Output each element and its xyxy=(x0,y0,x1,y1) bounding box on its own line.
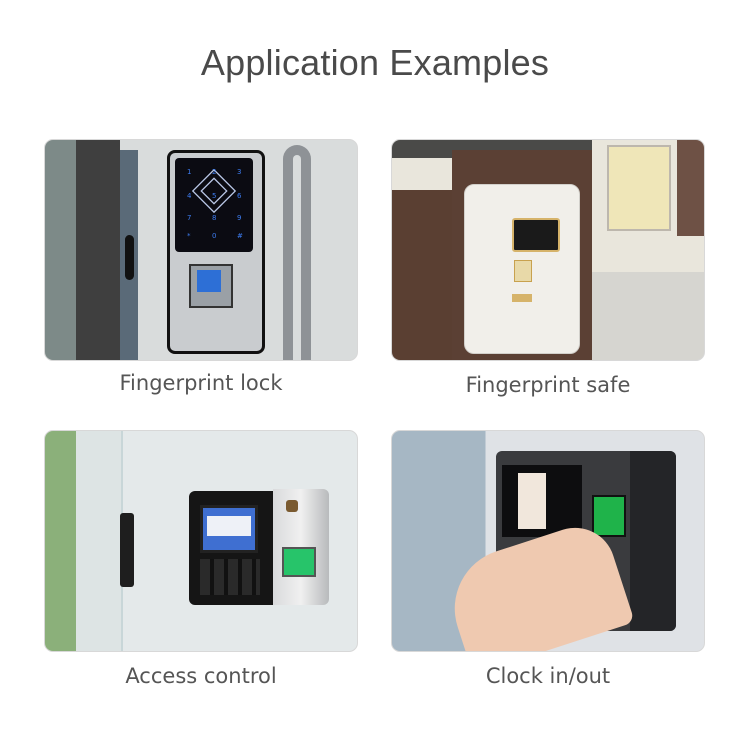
strike-slot xyxy=(125,235,134,280)
terminal-screen xyxy=(200,505,258,553)
svg-text:0: 0 xyxy=(212,232,216,240)
svg-text:1: 1 xyxy=(187,168,191,176)
safe-keypad xyxy=(512,218,560,252)
svg-text:6: 6 xyxy=(237,192,242,200)
svg-text:3: 3 xyxy=(237,168,241,176)
fingerprint-sensor-green xyxy=(592,495,626,537)
camera-icon xyxy=(286,500,298,512)
fingerprint-sensor-green xyxy=(282,547,316,577)
svg-text:7: 7 xyxy=(187,214,191,222)
svg-text:9: 9 xyxy=(237,214,241,222)
safe-keyhole-plate xyxy=(512,294,532,302)
example-image-clock-in-out xyxy=(391,430,705,652)
example-image-fingerprint-lock: 1 2 3 4 5 6 7 8 9 * 0 # xyxy=(44,139,358,361)
svg-text:4: 4 xyxy=(187,192,192,200)
face-photo xyxy=(518,473,546,529)
svg-text:*: * xyxy=(187,232,191,240)
caption-fingerprint-lock: Fingerprint lock xyxy=(119,371,283,395)
svg-text:8: 8 xyxy=(212,214,216,222)
card-reader xyxy=(120,513,134,587)
page-title: Application Examples xyxy=(200,42,550,83)
screen-display xyxy=(207,516,251,536)
caption-fingerprint-safe: Fingerprint safe xyxy=(465,373,631,397)
fingerprint-sensor-blue xyxy=(197,270,221,292)
terminal-side xyxy=(630,451,676,631)
door-frame xyxy=(677,140,704,236)
wood-cabinet xyxy=(392,190,452,360)
window xyxy=(607,145,671,231)
svg-text:#: # xyxy=(237,232,243,240)
keypad-screen: 1 2 3 4 5 6 7 8 9 * 0 # xyxy=(175,158,253,252)
door-handle xyxy=(283,145,311,360)
keypad-buttons xyxy=(200,559,260,595)
svg-text:2: 2 xyxy=(212,168,216,176)
example-image-fingerprint-safe xyxy=(391,139,705,361)
caption-clock-in-out: Clock in/out xyxy=(485,664,611,688)
keypad-pattern-icon: 1 2 3 4 5 6 7 8 9 * 0 # xyxy=(187,168,243,240)
safe-handle xyxy=(514,260,532,282)
caption-access-control: Access control xyxy=(125,664,277,688)
example-image-access-control xyxy=(44,430,358,652)
svg-text:5: 5 xyxy=(212,192,216,200)
